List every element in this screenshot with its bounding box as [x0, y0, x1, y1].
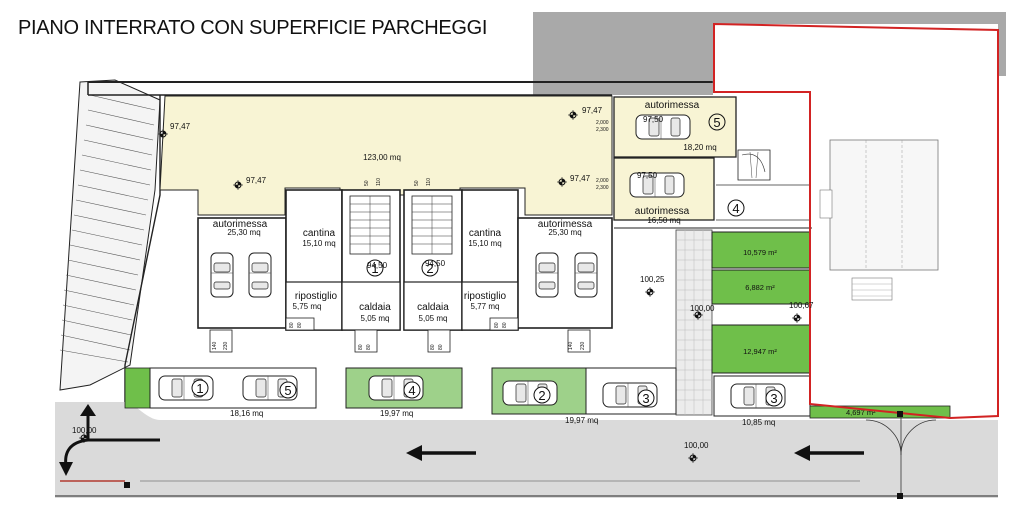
parking-bay-2: [345, 367, 463, 409]
dim-label: 80: [366, 344, 372, 350]
parking-number-5: 5: [284, 383, 291, 398]
unit-number-2: 2: [426, 261, 433, 276]
dim-label: 80: [358, 344, 364, 350]
direction-arrow-icon: [794, 445, 864, 461]
dim-label: 80: [430, 344, 436, 350]
elevation-label: 97,50: [643, 115, 664, 124]
dim-label: 2,300: [596, 185, 609, 191]
spiral-stair: [737, 149, 771, 181]
elevation-label: 100,00: [690, 304, 715, 313]
dim-label: 2,000: [596, 178, 609, 184]
cantina-right-area: 15,10 mq: [468, 239, 501, 248]
parking-number-3: 3: [770, 391, 777, 406]
elevation-label: 94,50: [367, 261, 388, 270]
elevation-marker-icon: [644, 286, 656, 298]
caldaia-right: [403, 281, 463, 331]
parking-number-3: 3: [642, 391, 649, 406]
dim-label: 2,300: [596, 127, 609, 133]
caldaia-right-label: caldaia: [417, 302, 449, 313]
elevation-label: 97,47: [170, 122, 191, 131]
elevation-label: 97,50: [637, 171, 658, 180]
stair-dim: 110: [376, 178, 382, 186]
garage-4-area: 16,50 mq: [647, 216, 680, 225]
dim-label: 80: [297, 322, 303, 328]
caldaia-left-area: 5,05 mq: [361, 314, 390, 323]
green-area-3: [711, 324, 811, 374]
stair-dim: 110: [426, 178, 432, 186]
car-icon: [248, 252, 272, 298]
elevation-label: 100,67: [789, 301, 814, 310]
ripostiglio-left-label: ripostiglio: [295, 291, 338, 302]
stair-right-steps: [411, 195, 453, 255]
page-title: PIANO INTERRATO CON SUPERFICIE PARCHEGGI: [18, 17, 487, 39]
dim-label: 140: [568, 341, 574, 350]
direction-arrow-icon: [406, 445, 476, 461]
road: [55, 402, 998, 498]
dim-label: 80: [494, 322, 500, 328]
elevation-label: 100,00: [72, 426, 97, 435]
dim-label: 140: [212, 341, 218, 350]
car-icon: [210, 252, 234, 298]
cantina-left-area: 15,10 mq: [302, 239, 335, 248]
ramp: [59, 79, 161, 391]
elevation-label: 100,00: [684, 441, 709, 450]
parking-area-2: 19,97 mq: [380, 409, 413, 418]
unit-number-4: 4: [732, 201, 739, 216]
stair-dim: 50: [414, 180, 420, 186]
green-area-3-label: 12,947 m²: [743, 347, 777, 356]
green-area-4-label: 4,697 m²: [846, 408, 876, 417]
gate: [865, 411, 937, 499]
unit-number-5: 5: [713, 115, 720, 130]
stair-dim: 50: [364, 180, 370, 186]
car-icon: [574, 252, 598, 298]
ramp-hatching: [59, 94, 156, 363]
garage-5-label: autorimessa: [645, 100, 700, 111]
green-area-1: [711, 231, 811, 269]
maneuver-area-label: 123,00 mq: [363, 153, 401, 162]
garage-right-area: 25,30 mq: [548, 228, 581, 237]
parking-area-3: 19,97 mq: [565, 416, 598, 425]
caldaia-right-area: 5,05 mq: [419, 314, 448, 323]
garage-left-area: 25,30 mq: [227, 228, 260, 237]
elevation-label: 100,25: [640, 275, 665, 284]
dim-label: 230: [580, 341, 586, 350]
elevation-label: 97,47: [246, 176, 267, 185]
cantina-right-label: cantina: [469, 228, 502, 239]
direction-arrow-icon: [59, 404, 160, 476]
parking-number-1: 1: [196, 381, 203, 396]
caldaia-left-label: caldaia: [359, 302, 391, 313]
parking-area-4: 10,85 mq: [742, 418, 775, 427]
elevation-label: 97,47: [582, 106, 603, 115]
dim-label: 80: [289, 322, 295, 328]
ripostiglio-right-area: 5,77 mq: [471, 302, 500, 311]
dim-label: 80: [438, 344, 444, 350]
garage-right-label: autorimessa: [538, 219, 593, 230]
parking-area-1: 18,16 mq: [230, 409, 263, 418]
car-icon: [535, 252, 559, 298]
ripostiglio-left-area: 5,75 mq: [293, 302, 322, 311]
green-area-1-label: 10,579 m²: [743, 248, 777, 257]
garage-4-label: autorimessa: [635, 206, 690, 217]
unit-number-1: 1: [371, 261, 378, 276]
elevation-label: 97,47: [570, 174, 591, 183]
dim-label: 2,000: [596, 120, 609, 126]
cantina-left-label: cantina: [303, 228, 336, 239]
paver-grid: [676, 230, 712, 415]
parking-number-4: 4: [408, 383, 415, 398]
green-strip: [124, 367, 151, 409]
neighbor-building: [819, 139, 939, 301]
garage-left-label: autorimessa: [213, 219, 268, 230]
garage-5-area: 18,20 mq: [683, 143, 716, 152]
ripostiglio-right-label: ripostiglio: [464, 291, 507, 302]
light-wells: [209, 317, 591, 353]
property-boundary: [713, 22, 999, 420]
dim-label: 80: [502, 322, 508, 328]
parking-number-2: 2: [538, 388, 545, 403]
stair-left-steps: [349, 195, 391, 255]
elevation-label: 94,50: [425, 259, 446, 268]
green-area-2-label: 6,882 m²: [745, 283, 775, 292]
dim-label: 230: [223, 341, 229, 350]
